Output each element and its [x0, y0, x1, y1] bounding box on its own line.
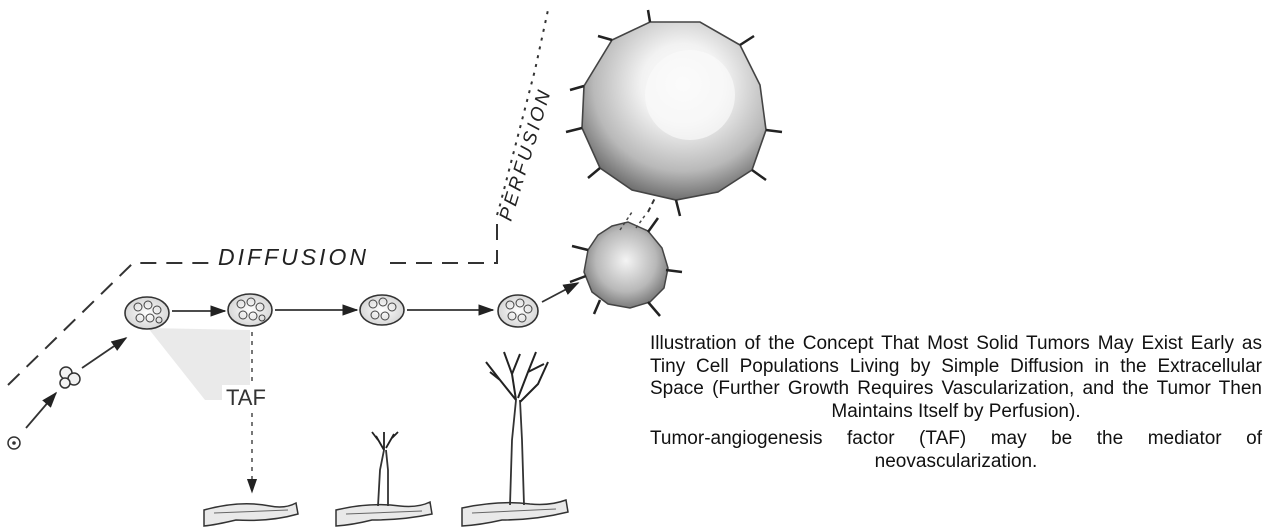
tumor-cluster-3 — [360, 295, 404, 325]
growth-arrow — [542, 283, 578, 302]
perfused-tumor — [566, 10, 782, 216]
tumor-cluster-4 — [498, 295, 538, 327]
diffusion-label: DIFFUSION — [218, 244, 369, 270]
growth-arrow — [82, 338, 126, 368]
expansion-marker — [648, 196, 656, 212]
diffusion-boundary-line — [8, 10, 548, 385]
capillary-sprout-1 — [372, 432, 398, 506]
taf-label: TAF — [226, 385, 266, 410]
two-cell-stage — [60, 367, 80, 388]
tumor-cluster-2 — [228, 294, 272, 326]
tumor-cluster-1 — [125, 297, 169, 329]
perfusion-label: PERFUSION — [496, 85, 556, 223]
capillary-sprout-2 — [486, 352, 548, 505]
single-tumor-cell — [8, 437, 20, 449]
host-blood-vessel-1 — [204, 503, 298, 526]
figure-caption: Illustration of the Concept That Most So… — [650, 333, 1262, 478]
caption-title: Illustration of the Concept That Most So… — [650, 333, 1262, 423]
caption-note: Tumor-angiogenesis factor (TAF) may be t… — [650, 428, 1262, 473]
host-blood-vessel-2 — [336, 502, 432, 526]
growth-arrow — [26, 393, 56, 428]
vascularizing-tumor — [570, 212, 682, 316]
host-blood-vessel-3 — [462, 500, 568, 526]
